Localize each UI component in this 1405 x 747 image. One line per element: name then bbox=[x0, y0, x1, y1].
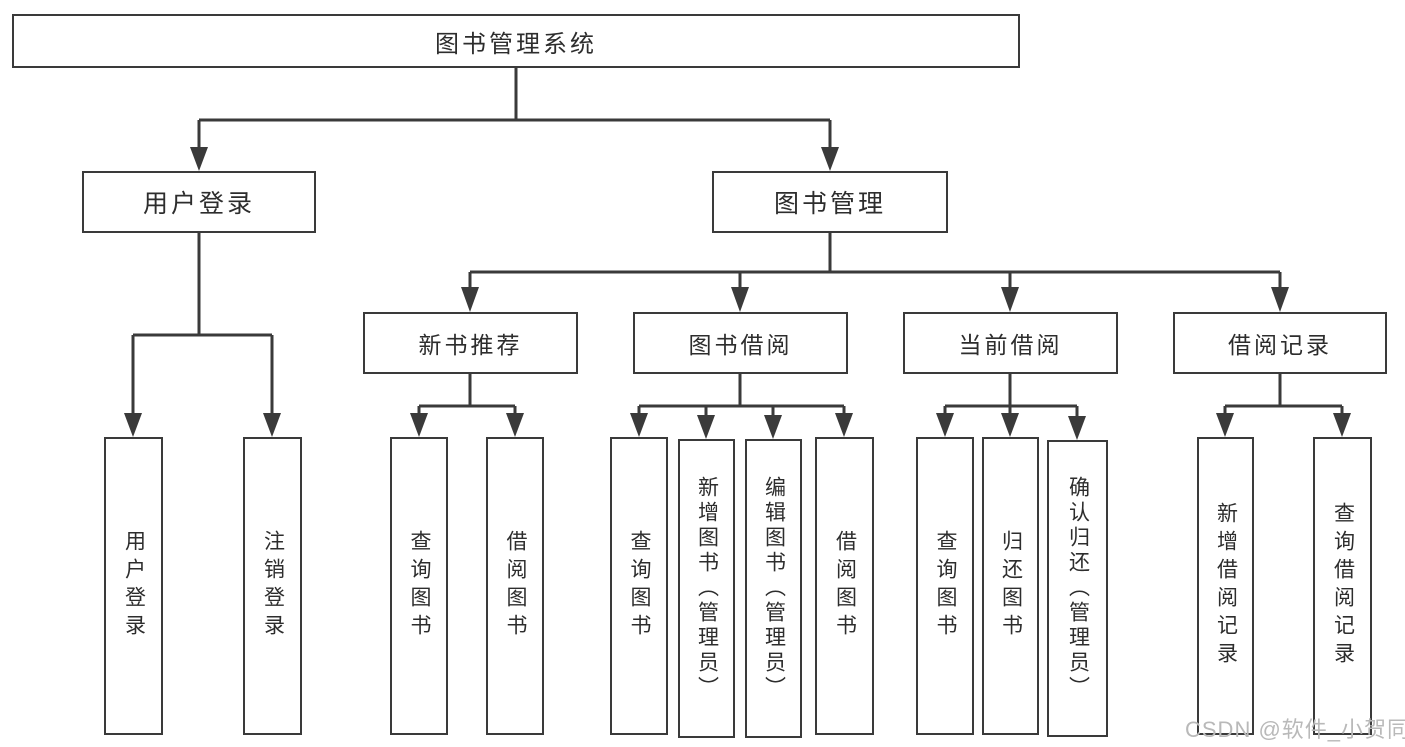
leaf-add-book-admin-label: 新增图书（管理员） bbox=[695, 476, 719, 701]
leaf-query-books-borrowing-label: 查询图书 bbox=[628, 530, 651, 642]
leaf-return-books-label: 归还图书 bbox=[999, 530, 1023, 642]
leaf-query-borrow-record: 查询借阅记录 bbox=[1313, 437, 1372, 735]
leaf-query-borrow-record-label: 查询借阅记录 bbox=[1331, 502, 1355, 670]
leaf-query-books-current-label: 查询图书 bbox=[934, 530, 957, 642]
node-book-management: 图书管理 bbox=[712, 171, 948, 233]
node-current-borrowing: 当前借阅 bbox=[903, 312, 1118, 374]
node-borrow-records-label: 借阅记录 bbox=[1228, 332, 1332, 358]
leaf-user-login-label: 用户登录 bbox=[122, 530, 146, 642]
node-library-system: 图书管理系统 bbox=[12, 14, 1020, 68]
leaf-borrow-books-borrowing-label: 借阅图书 bbox=[833, 530, 857, 642]
node-current-borrowing-label: 当前借阅 bbox=[958, 332, 1063, 358]
node-new-book-recommend-label: 新书推荐 bbox=[418, 332, 523, 358]
leaf-query-books-recommend: 查询图书 bbox=[390, 437, 448, 735]
leaf-logout: 注销登录 bbox=[243, 437, 302, 735]
leaf-add-book-admin: 新增图书（管理员） bbox=[678, 439, 735, 738]
node-new-book-recommend: 新书推荐 bbox=[363, 312, 578, 374]
node-book-borrowing-label: 图书借阅 bbox=[688, 332, 793, 358]
leaf-confirm-return-admin-label: 确认归还（管理员） bbox=[1066, 476, 1090, 701]
node-book-management-label: 图书管理 bbox=[773, 190, 886, 218]
leaf-add-borrow-record-label: 新增借阅记录 bbox=[1214, 502, 1238, 670]
leaf-query-books-recommend-label: 查询图书 bbox=[408, 530, 431, 642]
node-user-login-label: 用户登录 bbox=[142, 190, 255, 218]
leaf-return-books: 归还图书 bbox=[982, 437, 1039, 735]
leaf-confirm-return-admin: 确认归还（管理员） bbox=[1047, 440, 1108, 737]
leaf-borrow-books-recommend: 借阅图书 bbox=[486, 437, 544, 735]
leaf-query-books-current: 查询图书 bbox=[916, 437, 974, 735]
csdn-watermark: CSDN @软件_小贺同学 bbox=[1185, 717, 1405, 742]
leaf-edit-book-admin: 编辑图书（管理员） bbox=[745, 439, 802, 738]
leaf-borrow-books-borrowing: 借阅图书 bbox=[815, 437, 874, 735]
leaf-edit-book-admin-label: 编辑图书（管理员） bbox=[762, 476, 786, 701]
leaf-user-login: 用户登录 bbox=[104, 437, 163, 735]
node-user-login: 用户登录 bbox=[82, 171, 316, 233]
leaf-query-books-borrowing: 查询图书 bbox=[610, 437, 668, 735]
node-borrow-records: 借阅记录 bbox=[1173, 312, 1387, 374]
leaf-logout-label: 注销登录 bbox=[261, 530, 285, 642]
leaf-add-borrow-record: 新增借阅记录 bbox=[1197, 437, 1254, 735]
node-book-borrowing: 图书借阅 bbox=[633, 312, 848, 374]
node-library-system-label: 图书管理系统 bbox=[435, 30, 597, 58]
leaf-borrow-books-recommend-label: 借阅图书 bbox=[504, 530, 527, 642]
